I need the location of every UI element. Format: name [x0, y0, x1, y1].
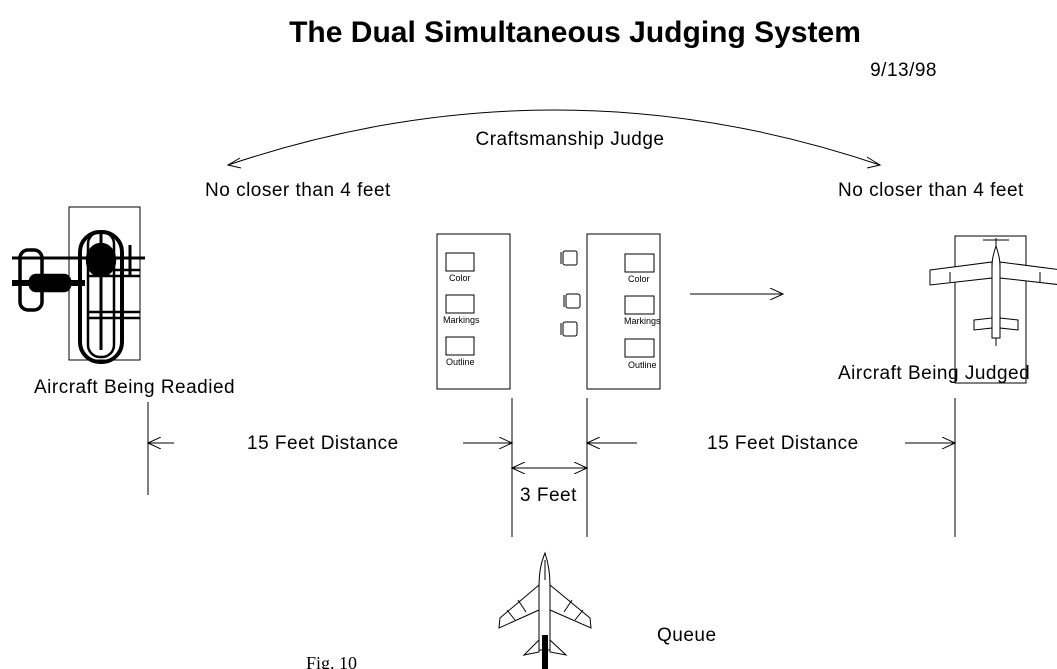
figure-caption: Fig. 10	[306, 653, 357, 669]
left-measure-label: 15 Feet Distance	[247, 433, 399, 454]
right-color-box	[624, 253, 655, 273]
left-distance-note: No closer than 4 feet	[205, 180, 391, 201]
right-aircraft-label: Aircraft Being Judged	[838, 363, 1030, 384]
judge-chair-icon	[560, 250, 581, 337]
right-markings-label: Markings	[624, 316, 661, 326]
right-aircraft-zone	[954, 235, 1027, 384]
left-outline-box	[445, 336, 475, 356]
left-color-label: Color	[449, 273, 471, 283]
right-distance-note: No closer than 4 feet	[838, 180, 1024, 201]
left-outline-label: Outline	[446, 357, 475, 367]
left-judging-table	[436, 233, 511, 390]
right-measure-label: 15 Feet Distance	[707, 433, 859, 454]
center-measure-label: 3 Feet	[520, 485, 577, 506]
left-color-box	[445, 252, 475, 272]
right-outline-label: Outline	[628, 360, 657, 370]
craftsmanship-judge-label: Craftsmanship Judge	[475, 129, 664, 150]
left-aircraft-label: Aircraft Being Readied	[34, 377, 235, 398]
left-markings-label: Markings	[443, 315, 480, 325]
queue-label: Queue	[657, 625, 717, 646]
right-outline-box	[624, 338, 655, 358]
diagram-date: 9/13/98	[870, 60, 937, 81]
judge-arc-right-arrowhead	[866, 156, 882, 169]
diagram-title: The Dual Simultaneous Judging System	[289, 16, 861, 49]
right-markings-box	[624, 295, 655, 315]
right-color-label: Color	[628, 274, 650, 284]
judge-arc	[227, 109, 881, 166]
aircraft-being-judged-icon	[929, 238, 1057, 346]
left-markings-box	[445, 294, 475, 314]
aircraft-being-readied-icon	[12, 230, 145, 364]
queue-aircraft-icon	[498, 551, 592, 669]
right-judging-table	[586, 233, 661, 390]
judge-arc-left-arrowhead	[226, 157, 242, 169]
